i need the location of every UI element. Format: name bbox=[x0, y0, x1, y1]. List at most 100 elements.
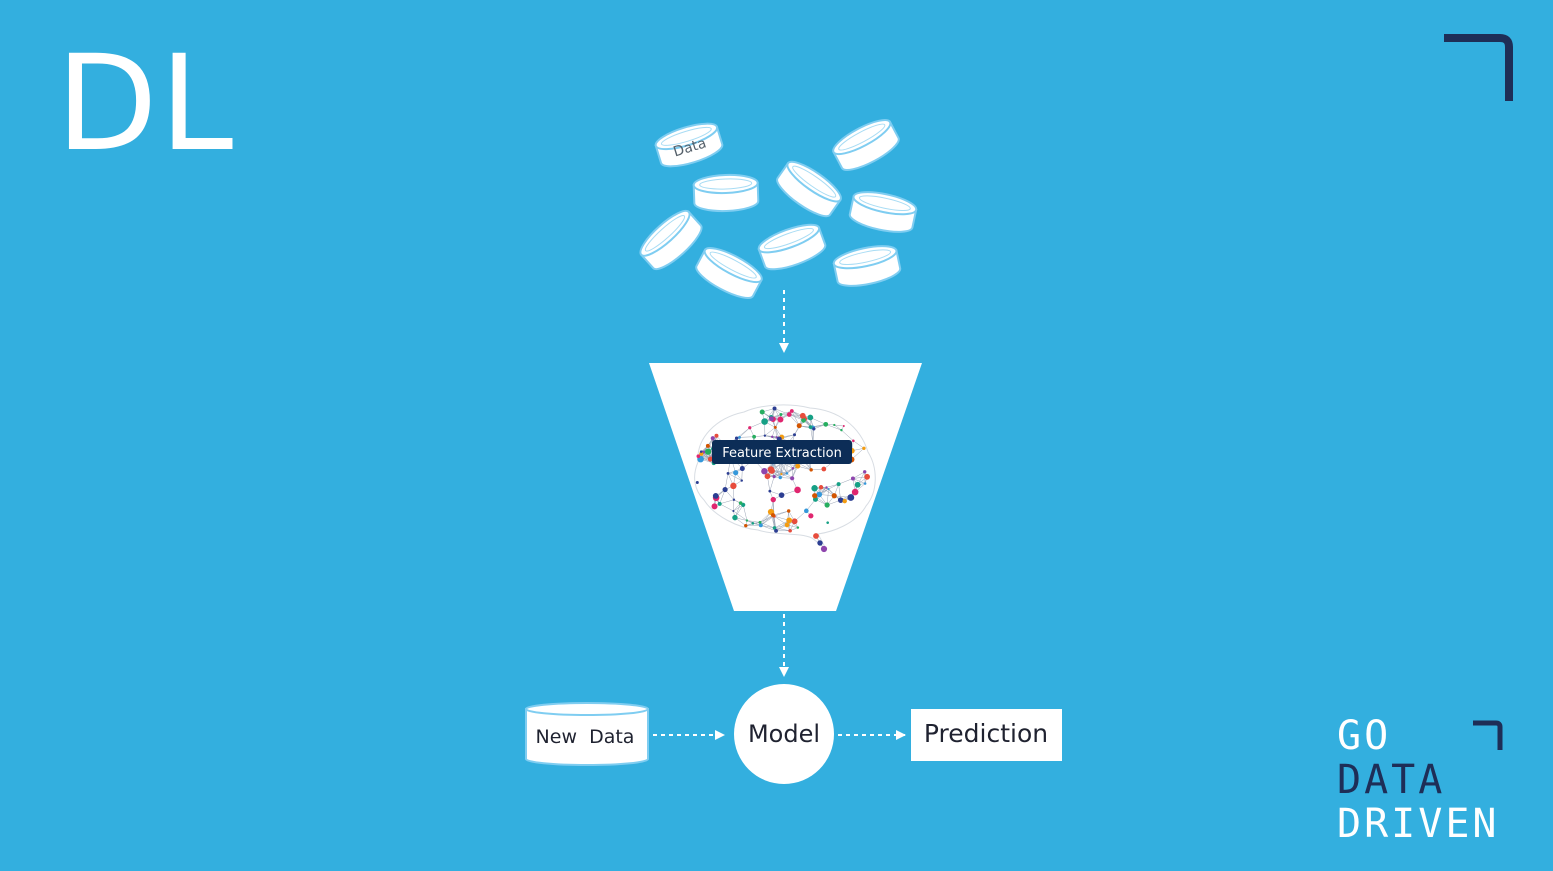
data-cylinder bbox=[691, 241, 767, 305]
brain-node bbox=[813, 533, 819, 539]
logo-line-data: DATA bbox=[1337, 757, 1446, 803]
brain-node bbox=[840, 428, 843, 432]
brain-node bbox=[773, 425, 777, 429]
brain-node bbox=[717, 501, 722, 506]
brain-link bbox=[775, 427, 777, 438]
brain-node bbox=[823, 421, 829, 427]
brain-node bbox=[796, 423, 802, 429]
brain-link bbox=[834, 424, 844, 427]
brain-link bbox=[739, 436, 755, 438]
feature-extraction-badge: Feature Extraction bbox=[712, 440, 852, 464]
brain-node bbox=[824, 502, 830, 508]
brain-node bbox=[695, 480, 699, 484]
brain-link bbox=[733, 510, 748, 521]
brain-link bbox=[852, 471, 865, 479]
model-node: Model bbox=[734, 684, 834, 784]
brain-node bbox=[759, 409, 765, 415]
brain-node bbox=[778, 475, 782, 480]
brain-node bbox=[761, 468, 768, 475]
brain-link bbox=[789, 414, 804, 421]
brain-link bbox=[764, 427, 776, 436]
brain-link bbox=[759, 514, 774, 523]
logo-bracket-icon bbox=[1473, 720, 1503, 750]
brain-node bbox=[769, 416, 774, 421]
feature-extraction-label: Feature Extraction bbox=[722, 446, 842, 461]
brain-node bbox=[770, 513, 775, 518]
brain-node bbox=[763, 434, 767, 437]
brain-node bbox=[854, 481, 861, 488]
funnel bbox=[649, 363, 922, 611]
brain-node bbox=[804, 508, 809, 514]
brain-link bbox=[769, 476, 775, 492]
brain-node bbox=[770, 496, 776, 503]
brain-link bbox=[724, 473, 729, 490]
brain-node bbox=[791, 467, 795, 470]
brain-node bbox=[774, 528, 778, 533]
brain-link bbox=[780, 410, 792, 415]
new-data-cylinder: New Data bbox=[525, 702, 649, 766]
brain-node bbox=[790, 476, 795, 481]
brain-node bbox=[817, 540, 823, 546]
brain-link bbox=[719, 503, 734, 512]
brain-node bbox=[767, 466, 775, 473]
brain-node bbox=[808, 513, 814, 519]
new-data-label: New Data bbox=[536, 726, 635, 748]
brain-node bbox=[772, 526, 777, 530]
brain-node bbox=[730, 482, 737, 490]
brain-node bbox=[811, 485, 818, 492]
data-cylinder-labeled: Data bbox=[652, 117, 726, 173]
brain-node bbox=[825, 486, 828, 489]
brain-node bbox=[795, 463, 801, 469]
brain-link bbox=[772, 462, 782, 475]
brain-node bbox=[705, 443, 710, 448]
brain-node bbox=[812, 427, 816, 431]
brain-node bbox=[758, 523, 763, 528]
brain-node bbox=[699, 450, 703, 453]
brain-link bbox=[774, 408, 790, 415]
brain-node bbox=[809, 468, 813, 472]
brain-node bbox=[734, 436, 739, 440]
brain-link bbox=[742, 504, 748, 521]
brain-node bbox=[726, 472, 730, 475]
brain-node bbox=[748, 426, 752, 430]
brain-node bbox=[862, 446, 866, 450]
data-cylinder bbox=[828, 113, 904, 177]
brain-link bbox=[707, 435, 717, 447]
brain-node bbox=[864, 473, 870, 480]
brain-link bbox=[789, 414, 800, 426]
brain-link bbox=[838, 478, 854, 485]
data-cylinder bbox=[692, 172, 760, 214]
brain-link bbox=[826, 488, 829, 506]
brain-node bbox=[863, 482, 867, 485]
brain-link bbox=[853, 440, 865, 449]
prediction-label: Prediction bbox=[924, 719, 1048, 748]
brain-node bbox=[780, 472, 783, 476]
brain-node bbox=[837, 497, 844, 503]
brain-node bbox=[704, 448, 712, 455]
brain-node bbox=[772, 406, 777, 411]
brain-node bbox=[788, 528, 792, 533]
brain-node bbox=[801, 417, 806, 423]
brain-node bbox=[816, 491, 823, 498]
model-label: Model bbox=[748, 720, 820, 748]
brain-node bbox=[744, 523, 748, 528]
brain-node bbox=[831, 493, 837, 499]
brain-link bbox=[820, 487, 835, 496]
brain-node bbox=[786, 509, 791, 513]
brain-node bbox=[740, 479, 743, 482]
brain-node bbox=[808, 425, 813, 430]
brain-node bbox=[851, 488, 859, 496]
brain-node bbox=[752, 434, 757, 439]
brain-node bbox=[842, 425, 845, 428]
brain-link bbox=[733, 499, 735, 512]
brain-node bbox=[847, 494, 855, 501]
brain-link bbox=[852, 478, 866, 484]
brain-node bbox=[833, 423, 836, 427]
brain-node bbox=[699, 451, 704, 456]
brain-node bbox=[738, 435, 741, 439]
brain-node bbox=[821, 466, 827, 472]
brain-link bbox=[771, 427, 776, 437]
brain-node bbox=[764, 473, 771, 480]
data-cylinder bbox=[771, 154, 847, 224]
